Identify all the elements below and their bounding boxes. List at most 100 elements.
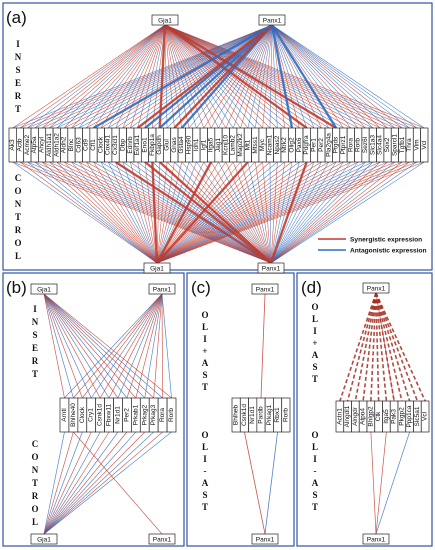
link-bottom-panx1-aldh2 <box>64 161 272 264</box>
gene-label-sox2: Sox2 <box>384 137 391 152</box>
gene-label-acme2: Acme2 <box>24 135 31 156</box>
hub-node-panx1-p0-bottom <box>257 262 285 274</box>
panel-a-control-letter: L <box>15 251 21 261</box>
link-b-top-panx1-fbxw11 <box>108 293 163 399</box>
gene-label-myc: Myc <box>259 138 266 151</box>
gene-label-igf1: Igf1 <box>200 139 207 150</box>
link-b-top-gja1-prkag3 <box>43 293 154 399</box>
link-top-gja1-sparcl1 <box>164 24 396 129</box>
hub-node-panx1-p3-bottom <box>362 533 390 545</box>
link-top-panx1-ahcyl <box>41 24 273 129</box>
link-top-panx1-aldh1a1 <box>49 24 273 129</box>
link-b-bottom-gja1-fbxw11 <box>43 431 110 535</box>
hub-label-panx1: Panx1 <box>256 286 275 293</box>
link-top-gja1-ednrb <box>130 24 166 129</box>
gene-label-bhlgp2: Bhlgp2 <box>367 406 374 427</box>
panel-d-oli-plus-letter: O <box>311 302 318 312</box>
panel-a-insert-letter: S <box>15 65 20 75</box>
link-b-top-gja1-prkab1 <box>43 293 137 399</box>
hub-label-panx1: Panx1 <box>367 285 386 292</box>
gene-label-mt1: Mt1 <box>244 139 251 150</box>
dashed-link-d-top-panx1-atpo4 <box>362 292 377 402</box>
link-top-panx1-myc <box>262 24 273 129</box>
panel-a-control-letter: O <box>14 186 21 196</box>
strong-link-top-panx1-olig2 <box>270 24 294 129</box>
panel-d-oli-plus-letter: I <box>313 326 317 336</box>
panel-c-oli-minus-letter: I <box>203 454 207 464</box>
link-bottom-panx1-gnas <box>174 161 272 264</box>
hub-node-panx1-p2-bottom <box>251 533 279 545</box>
link-bottom-gja1-ednrb <box>130 161 158 264</box>
panel-b-insert-letter: T <box>32 369 38 379</box>
link-top-panx1-aldh2 <box>64 24 273 129</box>
link-bottom-gja1-ptprz1 <box>156 161 344 264</box>
gene-label-sez6l: Sez6l <box>362 136 369 153</box>
hub-label-gja1: Gja1 <box>158 17 172 24</box>
link-b-top-panx1-rorb <box>161 293 172 399</box>
gene-label-thra: Thra <box>406 138 413 152</box>
panel-a-insert-letter: I <box>16 39 20 49</box>
link-bottom-gja1-sez6l <box>156 161 366 264</box>
link-bottom-gja1-gapdh <box>156 161 160 264</box>
gene-node-rorb-p1 <box>166 397 177 433</box>
panel-d-oli-minus-letter: A <box>312 478 319 488</box>
link-bottom-panx1-vim <box>270 161 418 264</box>
link-top-panx1-npas2 <box>271 24 278 129</box>
link-top-panx1-pdgfra <box>271 24 307 129</box>
link-top-gja1-sox2 <box>164 24 388 129</box>
link-b-top-gja1-bhlhe40 <box>43 293 74 399</box>
gene-label-prkab1: Prkab1 <box>132 404 139 425</box>
link-top-panx1-tgfb1 <box>271 24 403 129</box>
link-top-panx1-aldh1a2 <box>56 24 273 129</box>
link-b-top-gja1-csnk1d <box>43 293 101 399</box>
link-bottom-gja1-idh1 <box>156 161 197 264</box>
panel-a-frame <box>2 2 433 271</box>
link-bottom-gja1-acme2 <box>27 161 158 264</box>
link-bottom-panx1-lamb2 <box>232 161 272 264</box>
panel-b-control-letter: N <box>32 465 39 475</box>
gene-label-itga5: Itga5 <box>383 409 390 424</box>
link-b-top-panx1-nr1d1 <box>117 293 163 399</box>
strong-link-top-panx1-cfl1 <box>92 23 273 130</box>
panel-d-oli-plus-letter: T <box>312 374 318 384</box>
panel-c-oli-minus-letter: L <box>202 442 208 452</box>
link-top-panx1-itga5 <box>210 24 273 129</box>
dashed-link-d-top-panx1-alngdl1 <box>346 292 377 402</box>
link-bottom-panx1-ak3 <box>12 161 272 264</box>
link-bottom-gja1-olig2 <box>156 161 293 264</box>
link-bottom-gja1-eno1 <box>144 161 158 264</box>
link-top-panx1-atp5a <box>34 24 273 129</box>
panel-b-insert-letter: N <box>32 317 39 327</box>
gene-label-ncam1: Ncam1 <box>266 134 273 155</box>
gene-label-arntl: Arntl <box>61 408 68 422</box>
gene-label-aldh2: Aldh2 <box>61 136 68 153</box>
link-bottom-panx1-rora <box>270 161 352 264</box>
panel-d-oli-minus-letter: I <box>313 454 317 464</box>
panel-d-oli-plus-letter: L <box>312 314 318 324</box>
link-top-gja1-kcnj10 <box>164 24 227 129</box>
hub-node-panx1-p1-top <box>148 283 176 295</box>
panel-b-insert-letter: S <box>32 330 37 340</box>
hub-node-panx1-p2-top <box>251 283 279 295</box>
link-top-panx1-per2 <box>271 24 322 129</box>
link-b-top-gja1-clock <box>43 293 83 399</box>
panel-c-oli-minus-letter: S <box>202 490 207 500</box>
link-bottom-panx1-per2 <box>270 161 322 264</box>
dashed-link-d-top-panx1-ppp1ca <box>375 292 411 402</box>
link-bottom-gja1-rorb <box>156 161 359 264</box>
gene-label-vim: Vim <box>413 139 420 150</box>
gene-label-gnas: Gnas <box>171 136 178 152</box>
link-bottom-gja1-cox4i1 <box>107 161 158 264</box>
link-b-top-gja1-cry1 <box>43 293 92 399</box>
link-top-gja1-vcl <box>164 24 425 129</box>
condition-labels: INSERTCONTROLINSERTCONTROLOLI+ASTOLI-AST… <box>14 39 318 527</box>
link-top-gja1-thra <box>164 24 410 129</box>
link-bottom-panx1-slc4a4 <box>270 161 381 264</box>
panel-d-oli-minus-letter: O <box>311 430 318 440</box>
link-bottom-panx1-thra <box>270 161 410 264</box>
panel-b-control-letter: C <box>32 439 39 449</box>
panel-c-oli-minus-letter: - <box>204 466 207 476</box>
hub-node-gja1-p0-top <box>151 14 179 26</box>
